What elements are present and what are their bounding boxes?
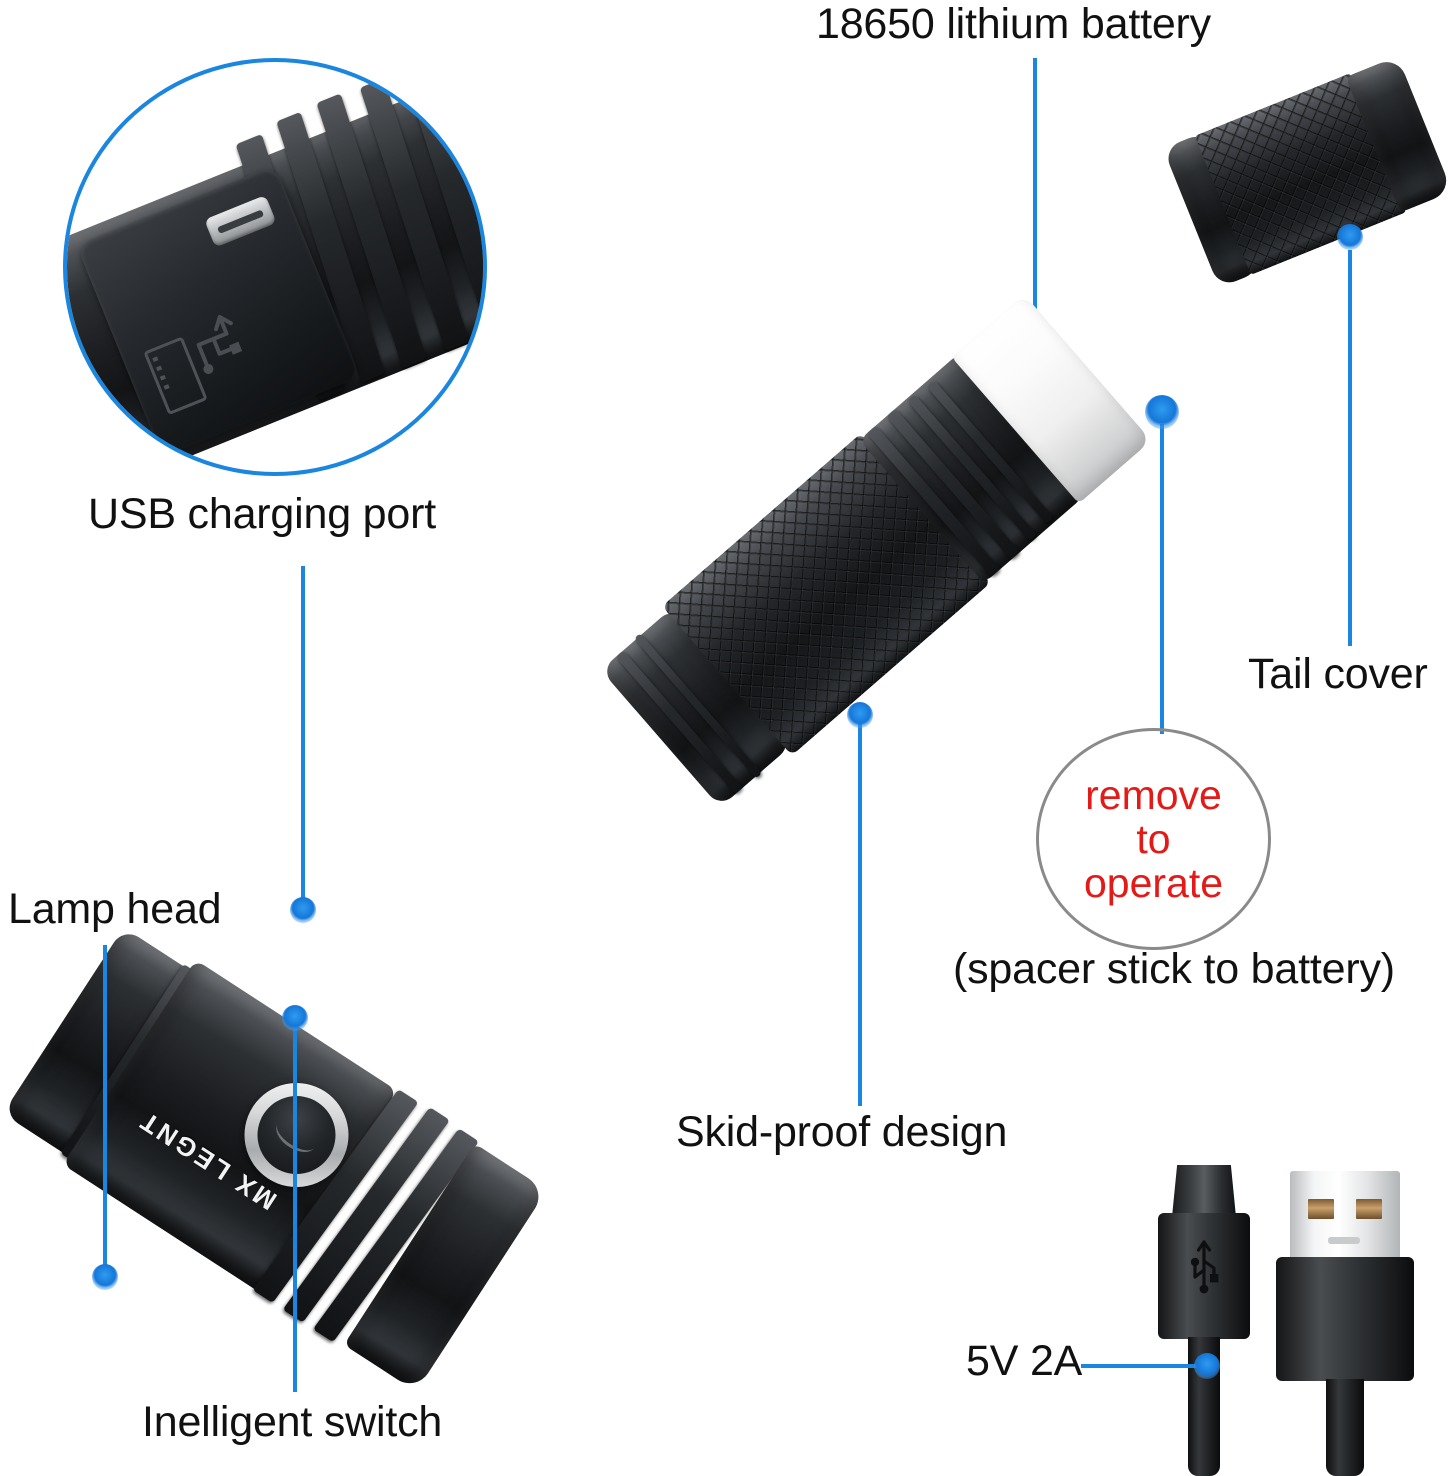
label-tail-cover: Tail cover (1248, 650, 1428, 698)
usb-a-contact-pin (1308, 1199, 1334, 1219)
callout-line-intelligent-switch (293, 1020, 297, 1392)
usb-symbol-icon (196, 314, 243, 374)
micro-usb-slot (204, 194, 277, 248)
callout-line-tail-cover (1348, 250, 1352, 646)
tail-cover-rotated-group (1163, 54, 1453, 288)
usb-a-cord (1326, 1379, 1364, 1476)
body-rotated-group (592, 288, 1157, 818)
callout-line-spacer (1160, 424, 1164, 734)
label-skid-proof-design: Skid-proof design (676, 1108, 1008, 1156)
usb-rubber-flap (76, 165, 361, 457)
remove-to-operate-bubble: remove to operate (1036, 728, 1271, 950)
callout-dot-intelligent-switch (282, 1005, 308, 1031)
bubble-line-1: remove (1085, 771, 1222, 818)
lamp-head-part: MX LEGNT (0, 880, 560, 1440)
usb-charging-port-magnifier (63, 58, 487, 476)
callout-dot-tail-cover (1337, 224, 1363, 250)
callout-line-battery (1033, 58, 1037, 388)
callout-dot-power-rating (1194, 1353, 1220, 1379)
bubble-line-3: operate (1083, 860, 1224, 907)
callout-line-skid-proof (858, 722, 862, 1106)
callout-line-lamp-head (103, 945, 107, 1285)
label-intelligent-switch: Inelligent switch (142, 1398, 443, 1446)
callout-line-power-rating (1081, 1364, 1211, 1368)
label-power-rating: 5V 2A (966, 1337, 1083, 1385)
magnified-flashlight-body (67, 62, 483, 472)
tail-cover-part (1160, 26, 1453, 316)
micro-usb-tip (1172, 1165, 1236, 1217)
callout-dot-usb-charging-port (290, 897, 316, 923)
bubble-line-2: to (1136, 815, 1171, 862)
usb-a-notch (1328, 1237, 1360, 1244)
callout-dot-lamp-head (92, 1264, 118, 1290)
label-spacer-note: (spacer stick to battery) (953, 945, 1395, 993)
callout-line-usb-charging-port (301, 566, 305, 912)
label-usb-charging-port: USB charging port (88, 490, 436, 538)
usb-a-contact-pin (1356, 1199, 1382, 1219)
lamp-head-rotated-group: MX LEGNT (0, 914, 552, 1396)
label-18650-lithium-battery: 18650 lithium battery (816, 0, 1211, 48)
callout-dot-skid-proof (847, 702, 873, 728)
usb-trident-icon (1190, 1240, 1219, 1294)
callout-dot-spacer (1145, 395, 1179, 429)
usb-a-metal-shell (1290, 1171, 1400, 1259)
usb-a-plug-body (1276, 1257, 1414, 1381)
label-lamp-head: Lamp head (8, 885, 222, 933)
usb-charging-cable (1130, 1165, 1453, 1476)
